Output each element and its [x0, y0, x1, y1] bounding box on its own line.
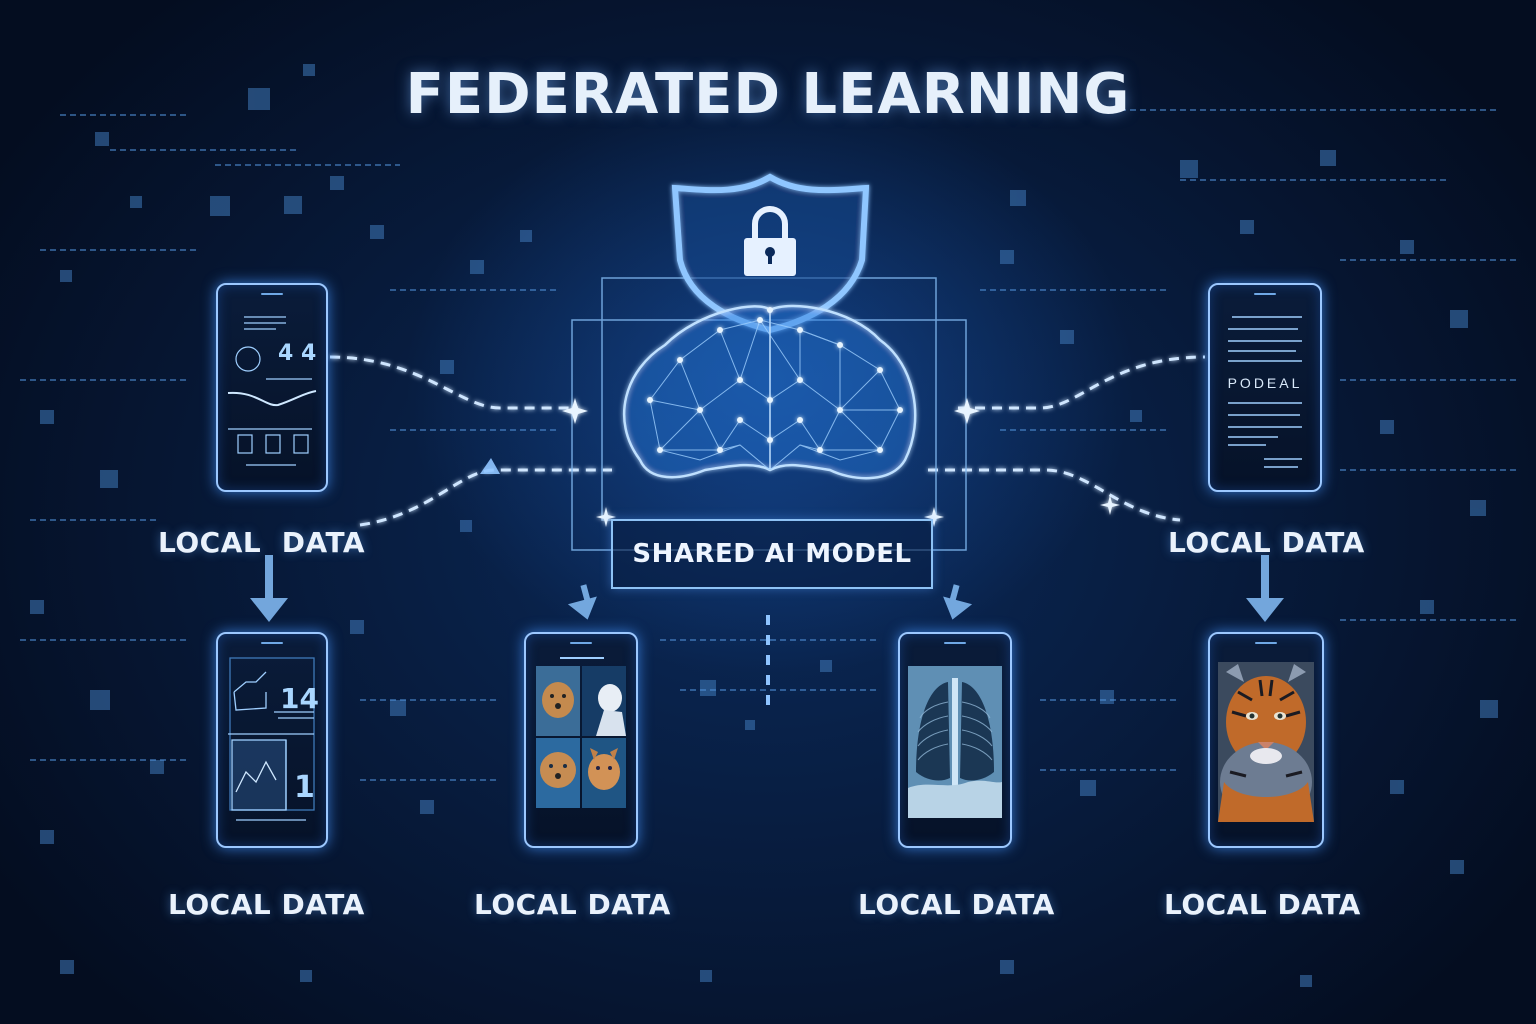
dashboard-value-2: 1: [294, 770, 315, 805]
pet-photo: [536, 666, 580, 736]
device-top-right: PODEAL: [1208, 283, 1322, 492]
device-label-bottom-3: LOCAL DATA: [858, 888, 1055, 921]
device-label-bottom-2: LOCAL DATA: [474, 888, 671, 921]
device-bottom-2: [524, 632, 638, 848]
page-title: FEDERATED LEARNING: [405, 62, 1131, 127]
shared-ai-model-box: SHARED AI MODEL: [611, 519, 933, 589]
device-label-bottom-1: LOCAL DATA: [168, 888, 365, 921]
pet-photo: [582, 666, 626, 736]
document-title: PODEAL: [1227, 375, 1303, 391]
dashboard-screen: 4 4: [226, 303, 318, 472]
device-top-left: 4 4: [216, 283, 328, 492]
device-label-top-right: LOCAL DATA: [1168, 526, 1365, 559]
device-label-bottom-4: LOCAL DATA: [1164, 888, 1361, 921]
chest-x-ray-screen: [908, 652, 1002, 828]
pet-photos-grid-screen: [534, 652, 628, 828]
device-bottom-3: [898, 632, 1012, 848]
pet-photo: [582, 738, 626, 808]
tiger-photo-screen: [1218, 652, 1314, 828]
device-bottom-1: 14 1: [216, 632, 328, 848]
padlock-icon: [744, 206, 796, 276]
dashboard-value: 4 4: [278, 341, 317, 366]
device-label-top-left: LOCAL DATA: [158, 526, 366, 559]
document-screen: PODEAL: [1218, 303, 1312, 472]
device-bottom-4: [1208, 632, 1324, 848]
dashboard-screen: 14 1: [226, 652, 319, 828]
shared-ai-model-label: SHARED AI MODEL: [632, 539, 912, 569]
dashboard-value: 14: [280, 682, 319, 715]
pet-photo: [536, 738, 580, 808]
